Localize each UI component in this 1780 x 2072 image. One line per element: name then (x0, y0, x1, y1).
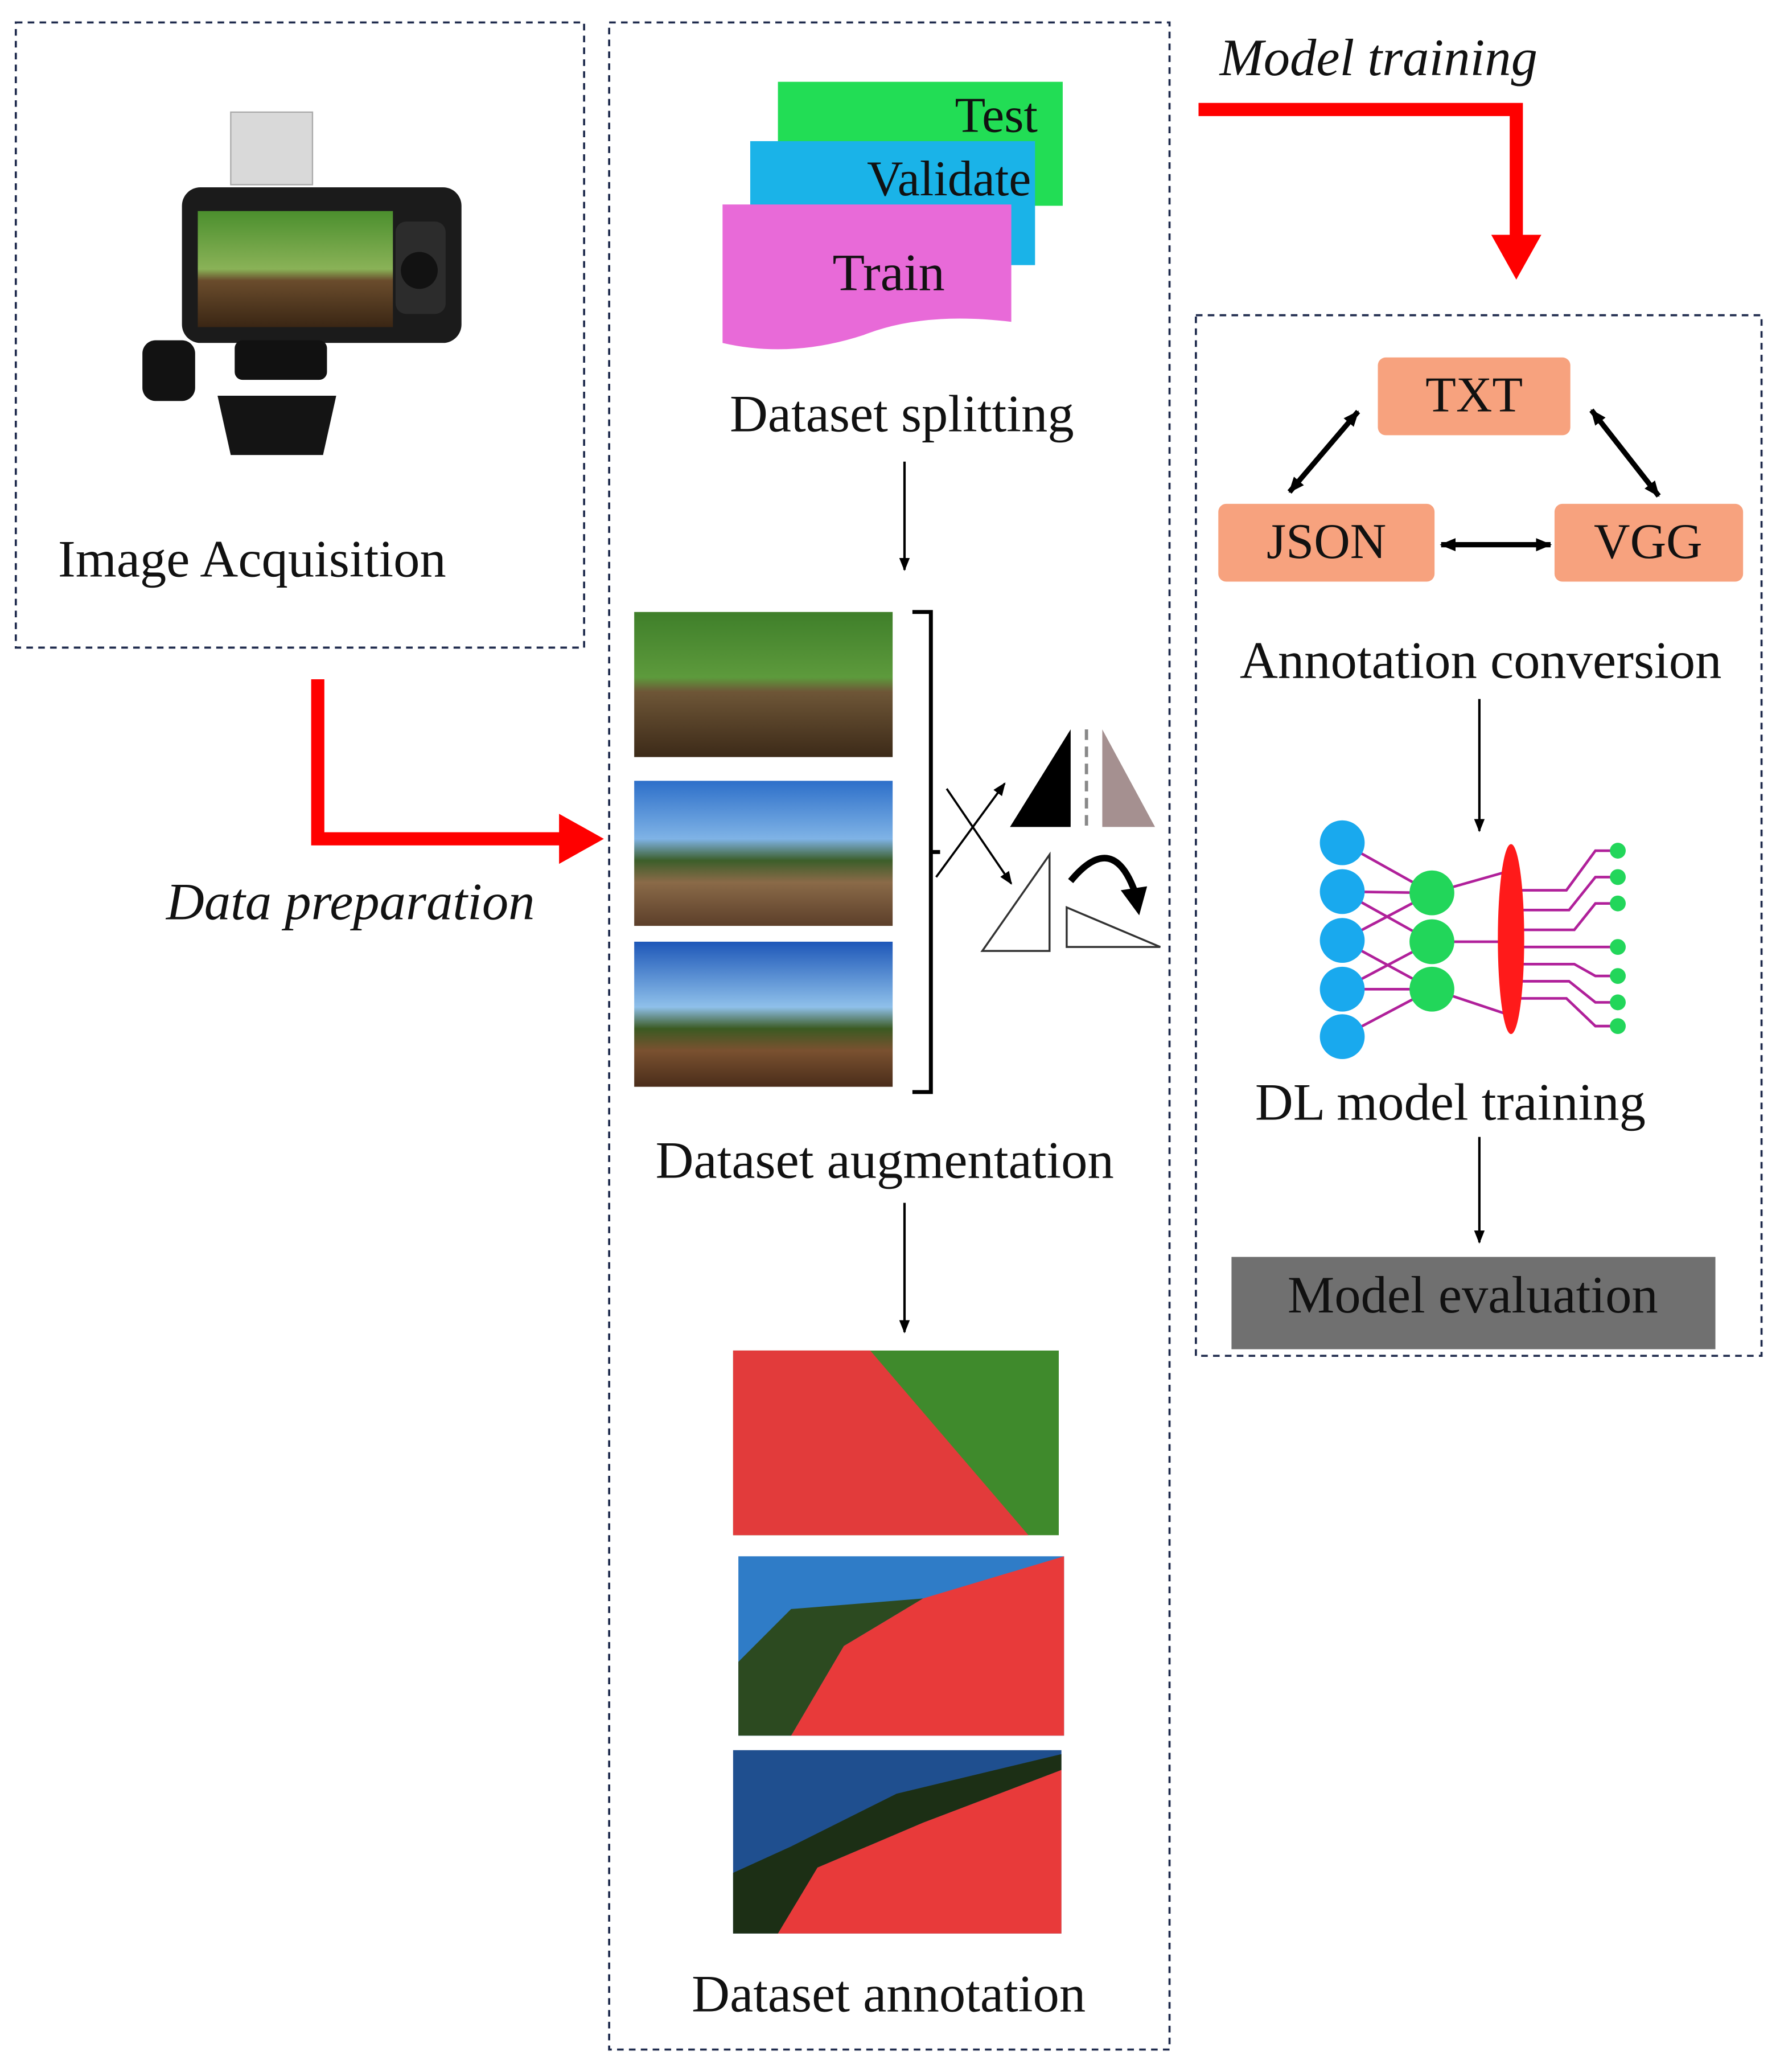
vgg-label: VGG (1594, 514, 1703, 569)
augmentation-images (634, 612, 893, 1087)
txt-box (1378, 357, 1571, 436)
validate-label: Validate (867, 151, 1031, 207)
aug-photo-1 (634, 612, 893, 757)
txt-vgg-arrow (1589, 408, 1661, 498)
model-training-arrowhead (1491, 235, 1541, 280)
train-sheet (722, 204, 1012, 350)
annotation-image-1 (733, 1350, 1059, 1536)
annotation-image-2 (738, 1556, 1064, 1736)
augmentation-label: Dataset augmentation (656, 1131, 1114, 1190)
data-preparation-arrowhead (559, 814, 604, 864)
rotate-icon (980, 851, 1161, 952)
annotation-image-3 (733, 1750, 1062, 1934)
camera-icon (142, 111, 462, 456)
train-label: Train (833, 244, 945, 302)
aug-photo-2 (634, 781, 893, 926)
txt-label: TXT (1425, 368, 1523, 423)
splitting-label: Dataset splitting (730, 384, 1074, 443)
training-panel (1195, 314, 1763, 1357)
test-label: Test (955, 88, 1038, 143)
annotation-label: Dataset annotation (692, 1964, 1086, 2023)
acquisition-label: Image Acquisition (58, 530, 446, 588)
training-label: DL model training (1255, 1073, 1646, 1132)
model-training-label: Model training (1219, 28, 1538, 87)
conversion-label: Annotation conversion (1240, 631, 1721, 690)
cross-arrow-up (935, 782, 1006, 878)
txt-json-arrow (1287, 409, 1360, 494)
evaluation-box (1231, 1257, 1716, 1349)
vgg-box (1554, 503, 1744, 582)
data-preparation-label: Data preparation (165, 873, 535, 932)
json-label: JSON (1267, 514, 1386, 569)
evaluation-label: Model evaluation (1288, 1266, 1658, 1324)
neural-network-icon (1319, 820, 1626, 1060)
flip-icon (1010, 729, 1156, 827)
data-preparation-arrow (311, 679, 565, 846)
split-sheets: Test Validate Train (722, 81, 1063, 350)
json-box (1218, 503, 1435, 582)
cross-arrow-down (946, 788, 1013, 885)
acquisition-panel (14, 21, 585, 649)
augmentation-bracket (912, 610, 940, 1094)
model-training-arrow (1198, 102, 1523, 237)
aug-photo-3 (634, 941, 893, 1087)
